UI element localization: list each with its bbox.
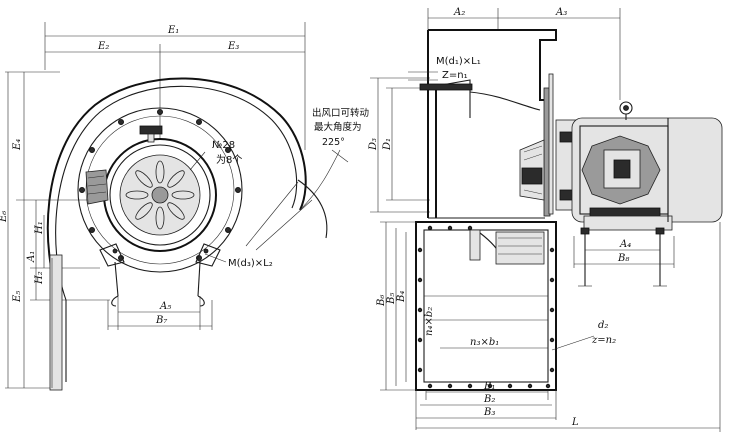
label-A2: A₂ bbox=[453, 7, 465, 18]
label-H2: H₂ bbox=[34, 271, 45, 285]
nameplate bbox=[139, 125, 163, 143]
label-A4: A₄ bbox=[619, 239, 631, 250]
label-zn2: z=n₂ bbox=[591, 335, 616, 346]
base-bolt-holes bbox=[417, 225, 555, 389]
outlet-rotation-note: 出风口可转动 最大角度为 225° bbox=[245, 107, 369, 251]
label-B1: B₁ bbox=[483, 381, 495, 392]
label-wei8: 为8个 bbox=[216, 154, 242, 166]
motor-base-dimensions: A₄ B₈ bbox=[573, 236, 675, 268]
motor-anchor-bolts bbox=[578, 227, 667, 287]
side-bottom-dimensions: B₁ B₂ B₃ L bbox=[415, 222, 721, 432]
impeller-hub bbox=[103, 138, 217, 252]
label-md1: M(d₁)×L₁ bbox=[436, 56, 481, 67]
front-top-dimensions: E₁ E₂ E₃ bbox=[44, 22, 306, 150]
label-B3: B₃ bbox=[483, 407, 495, 418]
label-md3: M(d₃)×L₂ bbox=[228, 258, 273, 269]
front-view: E₁ E₂ E₃ E₆ E₄ E₅ H₁ A₁ H₂ bbox=[0, 22, 369, 391]
label-D1: D₁ bbox=[382, 138, 393, 151]
side-bracket bbox=[85, 169, 109, 205]
label-d2: d₂ bbox=[598, 320, 608, 331]
label-E2: E₂ bbox=[97, 41, 109, 52]
label-n4b2: n₄×b₂ bbox=[424, 307, 435, 336]
base-vertical-dimensions: B₆ B₅ B₄ n₄×b₂ bbox=[376, 221, 435, 391]
label-B8: B₈ bbox=[617, 253, 629, 264]
label-B7: B₇ bbox=[155, 315, 167, 326]
side-view: A₂ A₃ D₃ D₁ bbox=[368, 7, 723, 432]
inlet-flange bbox=[419, 83, 473, 91]
label-outlet-line1: 出风口可转动 bbox=[312, 107, 369, 119]
label-A1: A₁ bbox=[26, 251, 37, 263]
base-frame bbox=[415, 221, 557, 391]
motor bbox=[571, 101, 723, 231]
label-L: L bbox=[571, 417, 579, 428]
label-B2: B₂ bbox=[483, 394, 495, 405]
casing-flange-strip bbox=[49, 254, 63, 391]
fan-housing bbox=[419, 29, 557, 219]
label-E1: E₁ bbox=[167, 25, 179, 36]
label-outlet-angle: 225° bbox=[322, 137, 345, 148]
label-B4: B₄ bbox=[396, 291, 407, 303]
label-outlet-line2: 最大角度为 bbox=[314, 121, 362, 133]
label-B5: B₅ bbox=[386, 293, 397, 305]
label-E3: E₃ bbox=[227, 41, 239, 52]
label-no28: №28 bbox=[212, 140, 235, 151]
side-left-dimensions: D₃ D₁ bbox=[368, 77, 430, 213]
label-E5: E₅ bbox=[12, 291, 23, 303]
label-E4: E₄ bbox=[12, 139, 23, 151]
front-left-dimensions: E₆ E₄ E₅ H₁ A₁ H₂ bbox=[0, 71, 110, 389]
label-zn1: Z=n₁ bbox=[442, 70, 468, 81]
inner-block bbox=[495, 231, 545, 265]
front-bottom-dimensions: A₅ B₇ bbox=[107, 296, 213, 330]
label-E6: E₆ bbox=[0, 211, 9, 223]
hole-callouts: n₃×b₁ d₂ z=n₂ bbox=[440, 320, 616, 351]
label-D3: D₃ bbox=[368, 138, 379, 151]
scroll-casing bbox=[46, 77, 307, 391]
label-n3b1: n₃×b₁ bbox=[470, 337, 499, 348]
label-A3: A₃ bbox=[555, 7, 567, 18]
label-H1: H₁ bbox=[34, 221, 45, 235]
label-A5: A₅ bbox=[159, 301, 171, 312]
label-B6: B₆ bbox=[376, 295, 387, 307]
